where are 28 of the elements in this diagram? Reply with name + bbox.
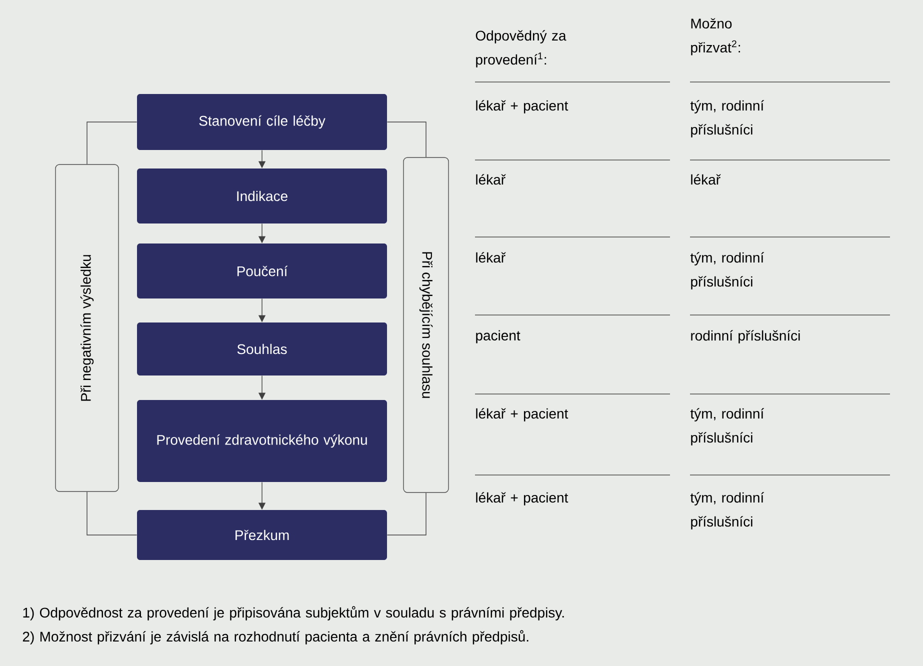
column-header: Možno přizvat$^{2}$:: [691, 18, 740, 56]
condition-box: Při chybějícím souhlasu: [403, 157, 449, 493]
table-cell-text: lékař + pacient: [476, 408, 568, 422]
process-box: Poučení: [137, 244, 387, 298]
footnote: 1) Odpovědnost za provedení je připisována subjektům v souladu s právními předpisy.: [23, 606, 564, 620]
table-cell-text: lékař: [476, 174, 506, 185]
connector-line: [86, 122, 138, 164]
process-box: Provedení zdravotnického výkonu: [137, 400, 387, 482]
table-cell-text: lékař + pacient: [476, 100, 568, 114]
table-cell-text: rodinní příslušníci: [691, 330, 800, 344]
table-cell-text: tým, rodinní příslušníci: [690, 100, 764, 138]
table-cell-text: tým, rodinní příslušníci: [690, 492, 764, 530]
footnote: 2) Možnost přizvání je závislá na rozhodnutí pacienta a znění právních předpisů.: [22, 630, 528, 644]
process-box: Indikace: [137, 168, 387, 224]
connector-line: [386, 122, 426, 158]
connector-line: [386, 492, 426, 536]
process-box: Souhlas: [137, 322, 387, 376]
table-cell-text: pacient: [476, 330, 520, 344]
table-cell-text: lékař: [476, 252, 506, 263]
column-header: Odpovědný za provedení$^{1}$:: [476, 30, 566, 68]
table-cell-text: tým, rodinní příslušníci: [690, 408, 764, 446]
connector-line: [86, 492, 138, 536]
table-cell-text: lékař + pacient: [476, 492, 568, 506]
condition-box: Při negativním výsledku: [55, 164, 119, 492]
table-cell-text: lékař: [691, 174, 721, 185]
process-box: Stanovení cíle léčby: [137, 94, 387, 150]
process-box: Přezkum: [137, 510, 387, 560]
table-cell-text: tým, rodinní příslušníci: [690, 252, 764, 290]
